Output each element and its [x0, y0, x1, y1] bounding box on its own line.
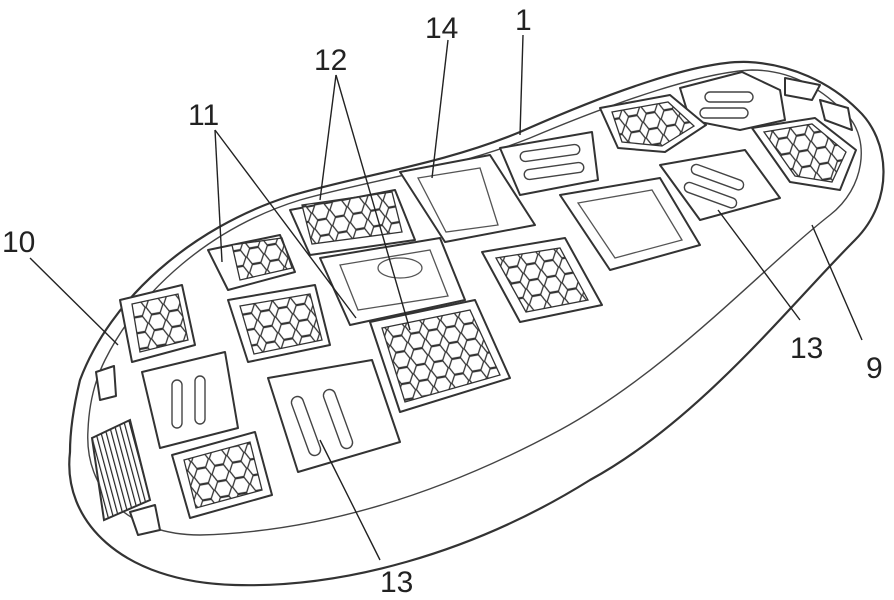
label-11: 11: [188, 99, 219, 132]
label-9: 9: [866, 352, 883, 385]
heel-stripe-pad: [90, 418, 152, 522]
toe-pad-group: [599, 71, 857, 191]
outer-sole-outline: [68, 60, 885, 587]
label-13-bottom: 13: [380, 566, 413, 599]
label-14: 14: [425, 12, 458, 45]
label-12: 12: [314, 44, 347, 77]
outsole-outline: [87, 69, 862, 536]
heel-pad-group: [90, 284, 401, 536]
label-10: 10: [2, 226, 35, 259]
label-13-right: 13: [790, 332, 823, 365]
label-1: 1: [515, 4, 532, 37]
midfoot-pad-group: [207, 189, 511, 413]
leader-lines: [29, 34, 863, 561]
forefoot-pad-group: [399, 131, 781, 323]
